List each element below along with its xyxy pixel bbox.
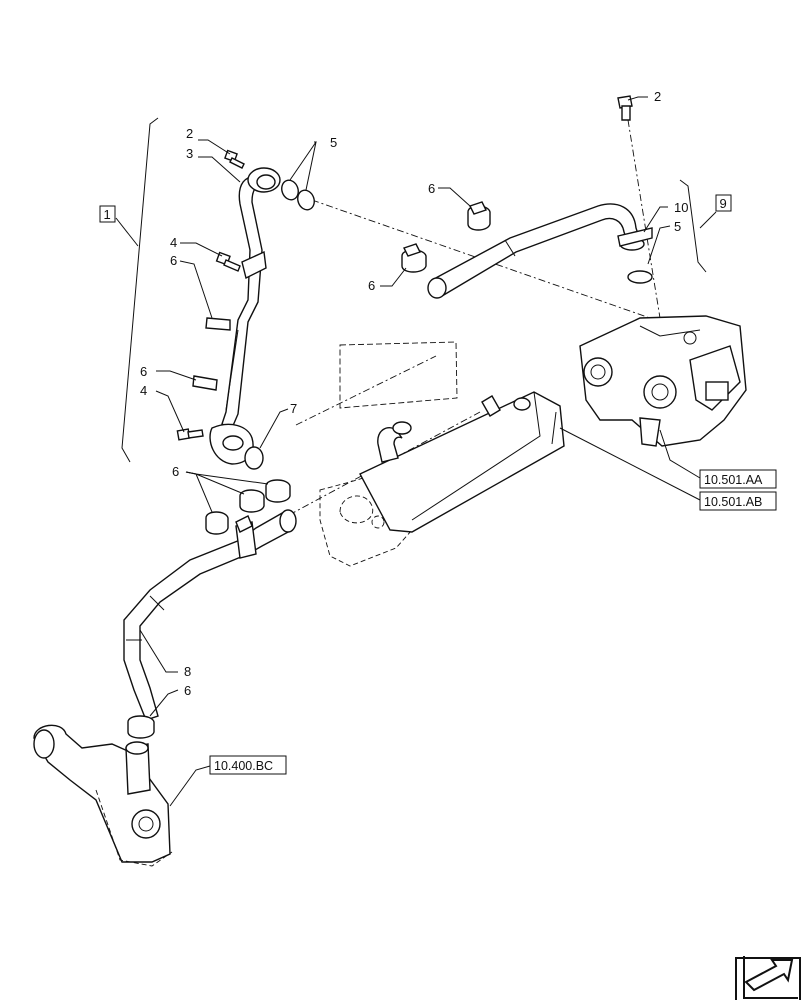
ref-box-10-501-ab[interactable]: 10.501.AB: [699, 491, 777, 511]
thermostat-housing: [33, 724, 173, 867]
callout-6-upper-clamp: 6: [428, 181, 435, 196]
clamp-6-bottom: [127, 715, 155, 739]
callout-4-upper: 4: [170, 235, 177, 250]
ref-10-501-aa[interactable]: 10.501.AA: [704, 473, 763, 487]
next-page-arrow-icon[interactable]: [735, 956, 801, 1000]
callout-6-bottom-clamp: 6: [184, 683, 191, 698]
bolt-4-lower: [176, 428, 204, 441]
o-ring-7: [244, 446, 264, 470]
callout-3: 3: [186, 146, 193, 161]
egr-valve: [579, 315, 747, 447]
callout-7: 7: [290, 401, 297, 416]
group-bracket-1: 1: [99, 117, 159, 463]
callout-2-upper: 2: [186, 126, 193, 141]
metal-pipe-3: [209, 167, 281, 465]
bolt-4-upper: [215, 251, 241, 272]
egr-cooler: [359, 391, 565, 533]
ref-10-400-bc[interactable]: 10.400.BC: [214, 759, 273, 773]
callout-9: 9: [720, 196, 727, 211]
spacer-6-b: [192, 375, 218, 391]
o-rings-5-upper: [281, 179, 315, 211]
callout-6-upper-spacer: 6: [170, 253, 177, 268]
callout-6-lower-spacer: 6: [140, 364, 147, 379]
callout-5-right: 5: [674, 219, 681, 234]
callout-2-right: 2: [654, 89, 661, 104]
clamp-6-lower-b: [239, 489, 265, 513]
clamp-6-upper-a: [467, 201, 491, 231]
group-bracket-9: 9: [679, 179, 732, 273]
callout-6-lower-clamps: 6: [172, 464, 179, 479]
callout-5-upper: 5: [330, 135, 337, 150]
ref-box-10-400-bc[interactable]: 10.400.BC: [209, 755, 287, 775]
callout-8: 8: [184, 664, 191, 679]
callout-10: 10: [674, 200, 688, 215]
callout-6-mid-clamp: 6: [368, 278, 375, 293]
hose-8: [123, 509, 297, 721]
spacer-6-a: [205, 317, 231, 331]
ref-box-10-501-aa[interactable]: 10.501.AA: [699, 469, 777, 489]
o-ring-5-right: [627, 270, 653, 284]
ref-10-501-ab[interactable]: 10.501.AB: [704, 495, 762, 509]
clamp-6-lower-c: [265, 479, 291, 503]
hose-10: [427, 203, 653, 299]
clamp-6-lower-a: [205, 511, 229, 535]
callout-4-lower: 4: [140, 383, 147, 398]
clamp-6-upper-b: [401, 243, 427, 273]
callout-1: 1: [104, 207, 111, 222]
leader-lines: [139, 96, 701, 807]
bolt-2-right: [617, 95, 633, 121]
